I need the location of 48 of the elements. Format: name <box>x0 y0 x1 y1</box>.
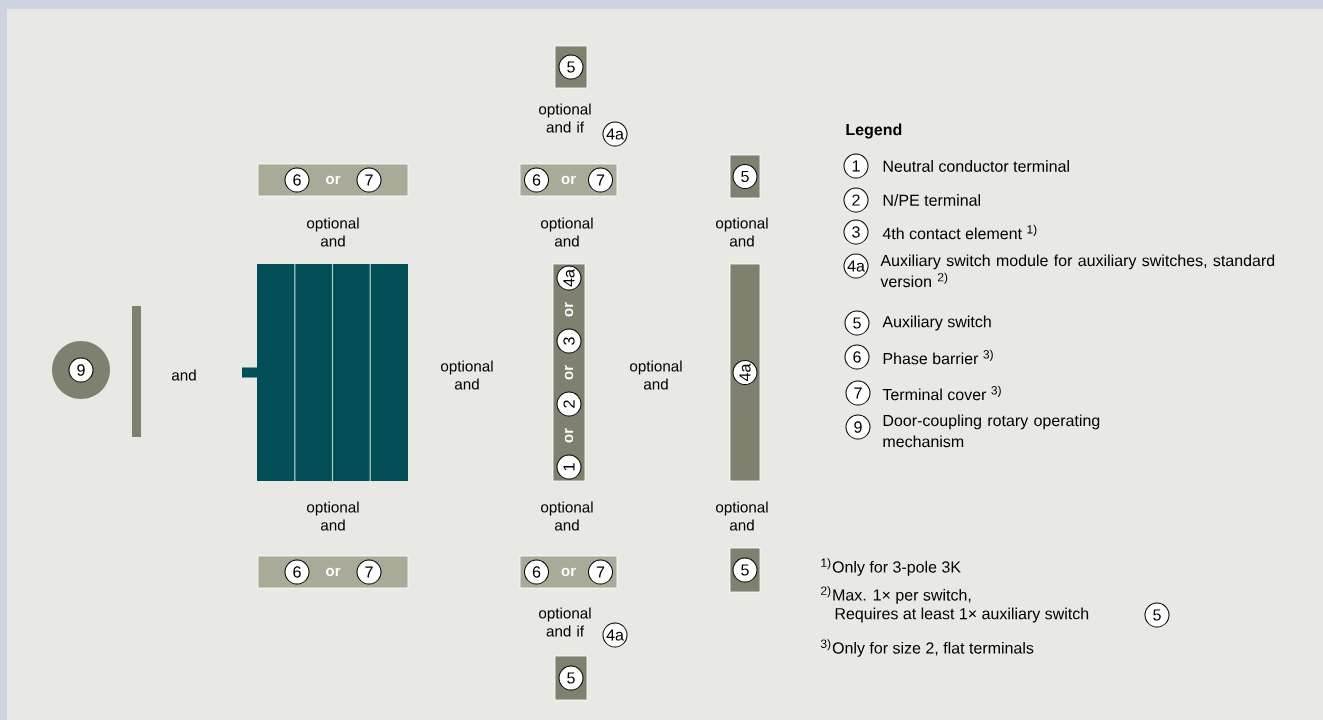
legend-heading: Legend <box>846 123 902 139</box>
rotary-knob: 9 <box>52 341 110 399</box>
component-box: 4a <box>729 263 761 482</box>
component-box: 5 <box>729 547 761 593</box>
connector-text: optional and <box>441 360 493 390</box>
connector-text: optional and <box>630 360 682 390</box>
footnote: Requires at least 1× auxiliary switch <box>835 607 1089 623</box>
component-box: 6 or 7 <box>257 555 409 589</box>
legend-text: Neutral conductor terminal <box>883 160 1069 172</box>
legend-text: Phase barrier $^{3)}$ <box>883 349 993 365</box>
callout-number: 1 <box>843 153 869 179</box>
callout-number: 5 <box>1144 602 1170 628</box>
footnote: $^{3)}$Only for size 2, flat terminals <box>820 639 1034 657</box>
callout-number: 6 <box>844 344 870 370</box>
component-box: 5 <box>554 655 588 701</box>
door-bar <box>132 306 141 437</box>
footnote: $^{1)}$Only for 3-pole 3K <box>821 558 961 576</box>
callout-number: 7 <box>845 380 871 406</box>
callout-number: 4a <box>602 121 628 147</box>
connector-text: optional and <box>716 501 768 531</box>
callout-number: 3 <box>843 219 869 245</box>
component-box: 5 <box>554 45 588 89</box>
legend-text: Auxiliary switch <box>882 315 991 331</box>
connector-text: optional and <box>716 217 768 247</box>
callout-number: 4a <box>602 622 628 648</box>
connector-text: optional and <box>541 217 593 247</box>
connector-text: optional and if <box>539 103 591 133</box>
component-box: 6 or 7 <box>257 163 409 197</box>
legend-text: Door-coupling rotary operating mechanism <box>883 414 1100 448</box>
callout-number: 4a <box>843 253 869 279</box>
switch-block <box>242 263 408 482</box>
footnote: $^{2)}$Max. 1× per switch, <box>821 586 971 604</box>
component-box: 1 or 2 or 3 or 4a <box>552 263 586 482</box>
component-box: 5 <box>729 154 761 199</box>
callout-number: 2 <box>843 187 869 213</box>
legend-text: 4th contact element $^{1)}$ <box>882 224 1037 240</box>
component-box: 6 or 7 <box>519 163 618 197</box>
connector-text: optional and <box>307 501 359 531</box>
connector-text: and <box>172 369 196 381</box>
legend-text: Terminal cover $^{3)}$ <box>882 385 1001 401</box>
connector-text: optional and <box>307 217 359 247</box>
connector-text: optional and if <box>539 607 591 637</box>
legend-text: Auxiliary switch module for auxiliary switches, standard version $^{2)}$ <box>880 254 1275 288</box>
callout-number: 5 <box>844 310 870 336</box>
legend-text: N/PE terminal <box>883 194 980 206</box>
component-box: 6 or 7 <box>519 555 618 589</box>
callout-number: 9 <box>845 414 871 440</box>
connector-text: optional and <box>541 501 593 531</box>
